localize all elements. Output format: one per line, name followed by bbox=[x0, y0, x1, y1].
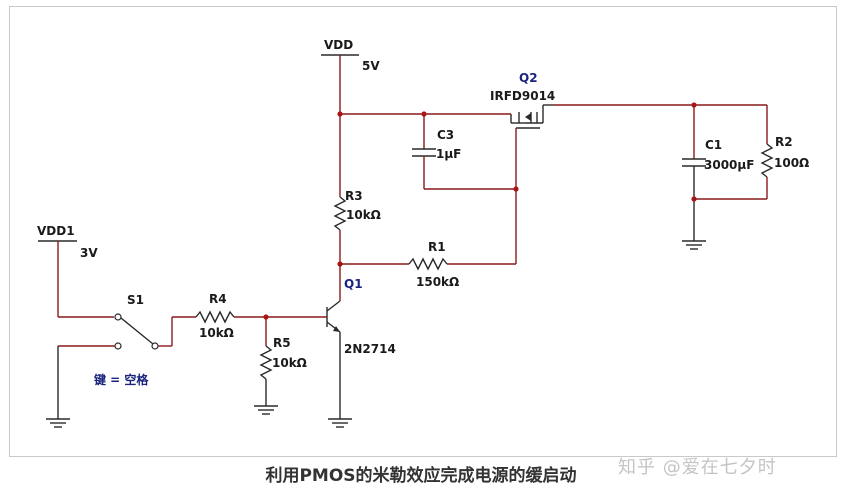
s1-switch: S1 键 = 空格 bbox=[57, 293, 173, 419]
figure-caption: 利用PMOS的米勒效应完成电源的缓启动 bbox=[265, 466, 577, 486]
r3-label: R3 bbox=[345, 189, 363, 203]
r2-label: R2 bbox=[775, 135, 793, 149]
vdd1-label: VDD1 bbox=[37, 224, 75, 238]
ground-symbol bbox=[328, 418, 352, 428]
ground-symbol bbox=[682, 240, 706, 250]
c1-capacitor: C1 3000µF bbox=[682, 105, 754, 241]
watermark: 知乎 @爱在七夕时 bbox=[618, 457, 777, 478]
s1-label: S1 bbox=[127, 293, 144, 307]
circuit-schematic: VDD 5V Q2 IRFD9014 C3 1µF bbox=[37, 38, 809, 428]
q2-label: Q2 bbox=[519, 71, 538, 85]
c1-value: 3000µF bbox=[704, 158, 754, 172]
r4-resistor: R4 10kΩ bbox=[172, 292, 327, 340]
r3-value: 10kΩ bbox=[346, 208, 381, 222]
r4-value: 10kΩ bbox=[199, 326, 234, 340]
vdd1-value: 3V bbox=[80, 246, 98, 260]
vdd-value: 5V bbox=[362, 59, 380, 73]
vdd-supply: VDD 5V bbox=[321, 38, 380, 114]
r1-value: 150kΩ bbox=[416, 275, 459, 289]
r5-label: R5 bbox=[273, 336, 291, 350]
q1-npn-transistor: Q1 2N2714 bbox=[326, 264, 396, 419]
vdd1-supply: VDD1 3V bbox=[37, 224, 114, 318]
r1-resistor: R1 150kΩ bbox=[340, 240, 516, 289]
q1-label: Q1 bbox=[344, 277, 363, 291]
r1-label: R1 bbox=[428, 240, 446, 254]
r5-resistor: R5 10kΩ bbox=[259, 317, 307, 406]
ground-symbol bbox=[254, 405, 278, 415]
c3-label: C3 bbox=[437, 128, 454, 142]
r3-resistor: R3 10kΩ bbox=[333, 114, 381, 267]
s1-key-label: 键 = 空格 bbox=[93, 372, 149, 387]
r2-value: 100Ω bbox=[774, 156, 809, 170]
output-rail bbox=[553, 102, 767, 108]
c1-label: C1 bbox=[705, 138, 722, 152]
r2-resistor: R2 100Ω bbox=[694, 105, 809, 200]
r4-label: R4 bbox=[209, 292, 227, 306]
schematic-frame: VDD 5V Q2 IRFD9014 C3 1µF bbox=[9, 6, 837, 457]
ground-symbol bbox=[46, 418, 70, 428]
q2-pmos: Q2 IRFD9014 bbox=[490, 71, 555, 189]
c3-value: 1µF bbox=[436, 147, 461, 161]
q1-part: 2N2714 bbox=[344, 342, 396, 356]
vdd-label: VDD bbox=[324, 38, 353, 52]
c3-capacitor: C3 1µF bbox=[412, 114, 519, 192]
q2-part: IRFD9014 bbox=[490, 89, 555, 103]
r5-value: 10kΩ bbox=[272, 356, 307, 370]
